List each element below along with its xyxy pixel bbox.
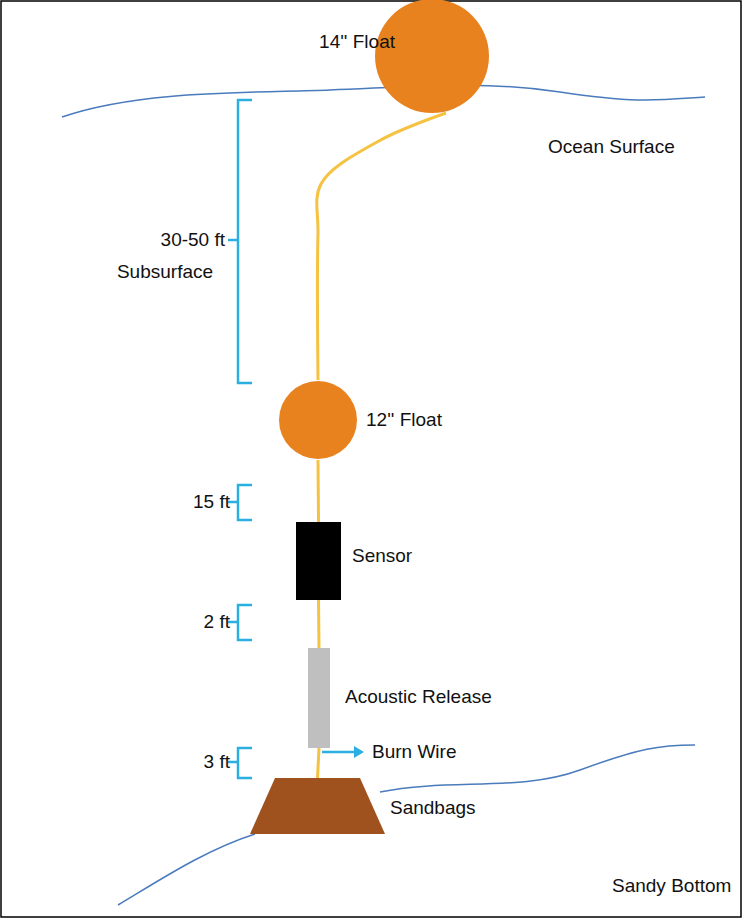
surface-label: Ocean Surface bbox=[548, 136, 675, 158]
sandbag-anchor-shape bbox=[250, 778, 385, 834]
surface-float-shape bbox=[374, 0, 490, 114]
sensor-box: Sensor bbox=[296, 522, 341, 600]
surface-float: 14'' Float bbox=[374, 0, 490, 114]
acoustic-release: Acoustic Release bbox=[308, 648, 330, 748]
part-label: Acoustic Release bbox=[345, 686, 492, 708]
mooring-line bbox=[317, 600, 321, 648]
part-label: 14'' Float bbox=[319, 31, 395, 53]
mooring-line bbox=[318, 748, 320, 778]
subsurface-float-shape bbox=[278, 380, 358, 460]
sea-bottom-line bbox=[118, 834, 255, 905]
dimension-label: 3 ft bbox=[204, 751, 230, 773]
dimension-label: 2 ft bbox=[204, 611, 230, 633]
bottom-label: Sandy Bottom bbox=[612, 875, 731, 897]
part-label: 12'' Float bbox=[366, 409, 442, 431]
dimension-bracket bbox=[228, 100, 252, 778]
part-label: Burn Wire bbox=[372, 741, 456, 763]
acoustic-release-shape bbox=[308, 648, 330, 748]
dimension-label: Subsurface bbox=[117, 261, 213, 283]
ocean-surface-line bbox=[62, 85, 705, 117]
dimension-label: 30-50 ft bbox=[161, 229, 225, 251]
mooring-line bbox=[317, 113, 446, 380]
sensor-box-shape bbox=[296, 522, 341, 600]
dimension-label: 15 ft bbox=[193, 491, 230, 513]
part-label: Sensor bbox=[352, 545, 412, 567]
part-label: Sandbags bbox=[390, 797, 476, 819]
sandbag-anchor: Sandbags bbox=[250, 778, 385, 834]
mooring-line bbox=[317, 460, 321, 522]
subsurface-float: 12'' Float bbox=[278, 380, 358, 460]
